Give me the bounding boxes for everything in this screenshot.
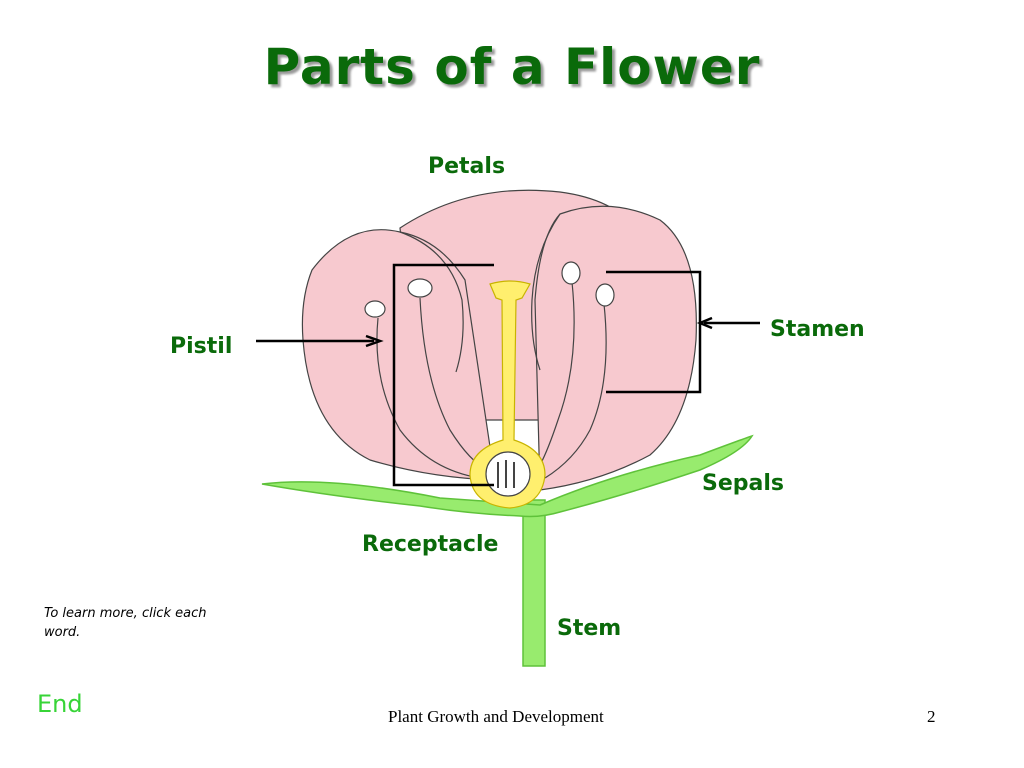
pistil-bracket xyxy=(392,263,494,487)
page-number: 2 xyxy=(927,707,936,726)
pistil-arrowhead xyxy=(365,334,384,348)
ovary xyxy=(485,451,531,497)
end-link[interactable]: End xyxy=(37,690,83,718)
stem-shape xyxy=(522,499,546,667)
slide-title: Parts of a Flower xyxy=(263,38,761,96)
label-stamen[interactable]: Stamen xyxy=(770,317,865,342)
anther-1 xyxy=(364,300,386,318)
filament-3 xyxy=(539,281,575,466)
footer-text: Plant Growth and Development xyxy=(388,707,604,726)
ovules xyxy=(497,460,515,488)
instruction-text: To learn more, click each word. xyxy=(44,606,207,640)
petal-right xyxy=(534,205,697,491)
stamen-bracket xyxy=(606,270,702,394)
label-pistil[interactable]: Pistil xyxy=(170,334,233,359)
filament-1 xyxy=(376,317,481,479)
sepals-shape xyxy=(261,434,754,518)
filament-4 xyxy=(544,303,607,479)
anther-2 xyxy=(407,278,433,298)
stamen-arrowhead xyxy=(696,316,713,330)
anther-4 xyxy=(595,283,615,307)
anther-3 xyxy=(561,261,581,285)
label-stem[interactable]: Stem xyxy=(557,616,622,641)
petal-fold-left xyxy=(399,231,464,373)
pistil-shape xyxy=(469,280,546,509)
petal-fold-right xyxy=(531,213,561,371)
label-sepals[interactable]: Sepals xyxy=(702,471,784,496)
label-receptacle[interactable]: Receptacle xyxy=(362,532,499,557)
label-petals[interactable]: Petals xyxy=(428,154,506,179)
